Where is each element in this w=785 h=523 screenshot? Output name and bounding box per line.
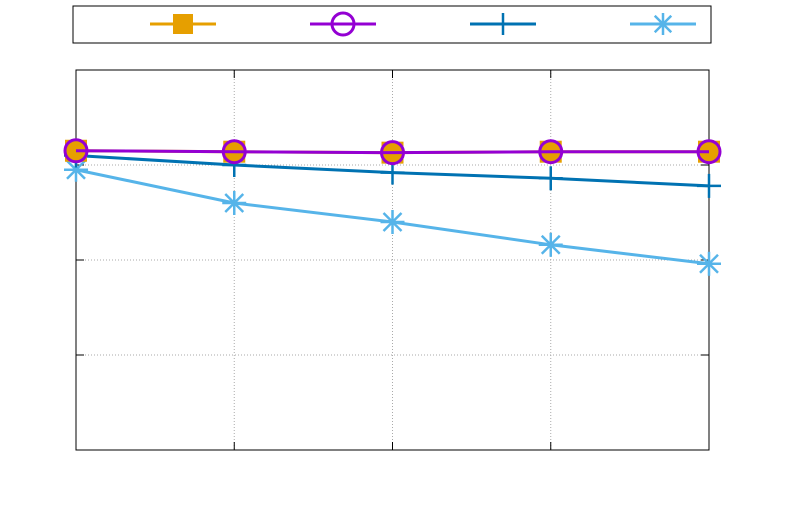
data-point-circle-icon xyxy=(380,140,405,166)
legend-marker-star-icon xyxy=(652,13,674,35)
ticks xyxy=(75,69,710,451)
data-point-star-icon xyxy=(64,157,88,182)
legend-entry-1 xyxy=(150,14,216,34)
legend xyxy=(72,5,712,44)
data-point-star-icon xyxy=(538,232,563,257)
data-point-circle-icon xyxy=(221,139,247,165)
data-point-star-icon xyxy=(380,210,405,234)
grid xyxy=(76,70,709,450)
data-point-plus-icon xyxy=(697,173,721,198)
data-point-plus-icon xyxy=(538,166,563,191)
series-line xyxy=(75,149,709,155)
legend-entry-3 xyxy=(470,13,536,35)
data-point-star-icon xyxy=(697,251,721,276)
plot-area xyxy=(63,69,722,451)
legend-marker-circle-icon xyxy=(330,11,356,37)
data-point-circle-icon xyxy=(538,139,564,165)
legend-marker-square-icon xyxy=(173,14,193,34)
data-point-star-icon xyxy=(222,191,247,215)
data-point-circle-icon xyxy=(696,139,722,165)
series-4 xyxy=(64,157,721,276)
legend-entry-2 xyxy=(310,11,376,37)
data-point-circle-icon xyxy=(63,138,89,164)
series-2 xyxy=(63,138,722,166)
legend-marker-plus-icon xyxy=(492,13,514,35)
legend-entry-4 xyxy=(630,13,696,35)
